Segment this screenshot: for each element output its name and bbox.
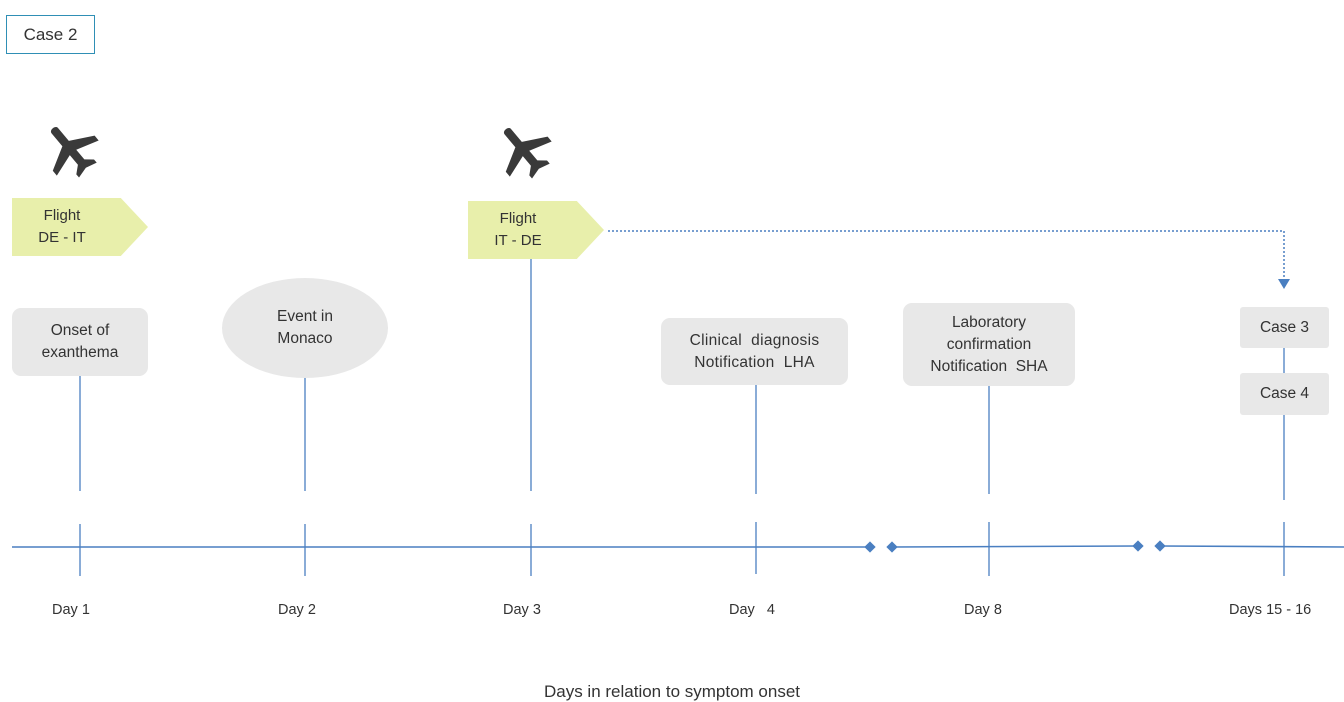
axis-break-icon [864, 541, 876, 553]
event-case-4: Case 4 [1240, 373, 1329, 415]
day-label: Day 1 [52, 602, 90, 618]
axis-break-icon [1132, 540, 1144, 552]
flight-tag-it-de: Flight IT - DE [468, 201, 604, 259]
flight-route: IT - DE [494, 232, 542, 249]
day-label: Day 2 [278, 602, 316, 618]
case-label: Case 2 [6, 15, 95, 54]
day-label: Days 15 - 16 [1229, 602, 1312, 618]
axis-break-icon [886, 541, 898, 553]
axis-line [891, 545, 1139, 548]
airplane-icon [50, 127, 99, 178]
axis-title: Days in relation to symptom onset [543, 682, 801, 701]
day-label: Day 3 [503, 602, 541, 618]
flight-route: DE - IT [38, 229, 86, 246]
event-clinical-diagnosis: Clinical diagnosis Notification LHA [661, 318, 848, 385]
flight-label: Flight [499, 210, 537, 227]
event-onset-of-exanthema: Onset of exanthema [12, 308, 148, 376]
day-label: Day 8 [964, 602, 1002, 618]
axis-break-icon [1154, 540, 1166, 552]
axis-line [1159, 545, 1344, 548]
event-case-3: Case 3 [1240, 307, 1329, 348]
dotted-connector [608, 230, 1285, 281]
flight-tag-de-it: Flight DE - IT [12, 198, 148, 256]
flight-label: Flight [43, 207, 81, 224]
event-laboratory-confirmation: Laboratory confirmation Notification SHA [903, 303, 1075, 386]
airplane-icon [503, 128, 552, 179]
event-monaco: Event in Monaco [222, 278, 388, 378]
day-label: Day 4 [729, 602, 775, 618]
arrow-head-icon [1278, 279, 1290, 289]
